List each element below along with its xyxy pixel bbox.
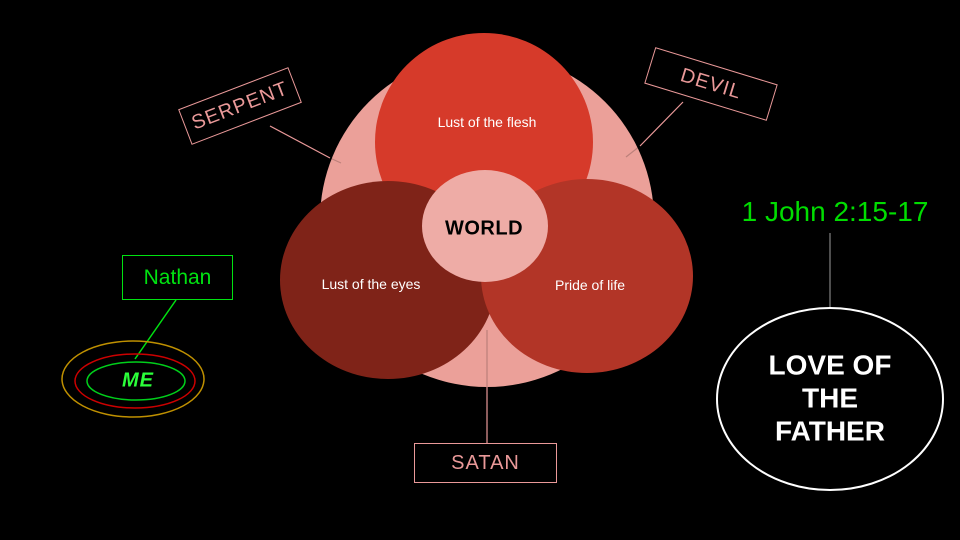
satan-label: SATAN [451,451,520,474]
love-of-father-line1: LOVE OF [768,349,892,381]
lust-of-flesh-label: Lust of the flesh [437,114,537,130]
nathan-callout-box: Nathan [122,255,233,300]
me-ring-inner [86,361,186,401]
world-center-circle [422,170,548,282]
serpent-connector-line-overlay [329,157,342,164]
world-label: WORLD [444,217,524,240]
nathan-connector-line [134,299,177,360]
devil-connector-line-overlay [625,145,641,158]
serpent-connector-line [269,125,331,159]
pride-of-life-label: Pride of life [554,277,626,293]
love-of-father-line2: THE FATHER [775,382,885,447]
me-ring-outer [61,340,205,418]
verse-label: 1 John 2:15-17 [741,196,929,227]
devil-connector-line [639,101,684,147]
love-of-father-ellipse [716,307,944,491]
me-label: ME [122,369,154,392]
love-of-father-label: LOVE OF THE FATHER [765,348,895,447]
nathan-label: Nathan [143,265,212,289]
satan-callout-box: SATAN [414,443,557,483]
lust-of-eyes-label: Lust of the eyes [321,276,421,292]
me-ring-middle [74,353,196,409]
